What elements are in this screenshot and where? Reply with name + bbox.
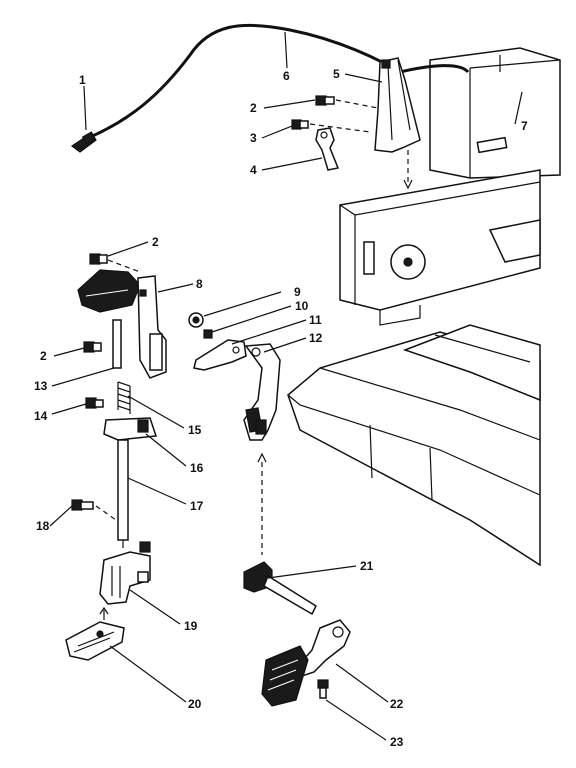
spring-15 xyxy=(117,381,131,414)
presser-bracket-8 xyxy=(77,269,167,379)
callout-18: 18 xyxy=(36,519,50,533)
callout-13: 13 xyxy=(34,379,48,393)
link-11 xyxy=(193,339,247,371)
screw-23 xyxy=(317,679,329,699)
screw-10 xyxy=(203,329,213,339)
callout-9: 9 xyxy=(294,285,301,299)
screw-2-top xyxy=(315,95,335,106)
nut-9 xyxy=(188,312,204,328)
knee-lever-22 xyxy=(261,619,351,707)
screw-2-mid xyxy=(89,253,108,265)
presser-bar-17 xyxy=(117,439,129,541)
callout-21: 21 xyxy=(360,559,374,573)
callout-7: 7 xyxy=(521,119,528,133)
knee-lifter-21 xyxy=(243,561,317,616)
callout-20: 20 xyxy=(188,697,202,711)
foot-holder-19 xyxy=(99,541,151,605)
guide-16 xyxy=(103,417,158,441)
callout-4: 4 xyxy=(250,163,257,177)
leader-lines xyxy=(49,31,523,741)
callout-10: 10 xyxy=(295,299,309,313)
callout-22: 22 xyxy=(390,697,404,711)
callout-16: 16 xyxy=(190,461,204,475)
screw-14 xyxy=(85,397,104,409)
callout-12: 12 xyxy=(309,331,323,345)
power-cord xyxy=(70,23,470,153)
callout-1: 1 xyxy=(79,73,86,87)
callout-2: 2 xyxy=(40,349,47,363)
machine-head xyxy=(287,47,561,567)
rod-13 xyxy=(112,319,122,369)
callout-15: 15 xyxy=(188,423,202,437)
callout-11: 11 xyxy=(309,313,322,327)
screw-18 xyxy=(71,499,94,511)
callout-14: 14 xyxy=(34,409,48,423)
presser-foot-20 xyxy=(65,621,125,661)
callout-5: 5 xyxy=(333,67,340,81)
callout-2: 2 xyxy=(250,101,257,115)
screw-3 xyxy=(291,119,309,130)
callout-23: 23 xyxy=(390,735,404,749)
lever-12 xyxy=(243,343,281,441)
callout-17: 17 xyxy=(190,499,204,513)
callout-19: 19 xyxy=(184,619,198,633)
callout-3: 3 xyxy=(250,131,257,145)
callout-8: 8 xyxy=(196,277,203,291)
screw-2-low xyxy=(83,341,102,353)
lever-4 xyxy=(315,127,340,171)
switch-bracket xyxy=(374,57,421,153)
callout-2: 2 xyxy=(152,235,159,249)
callout-6: 6 xyxy=(283,69,290,83)
